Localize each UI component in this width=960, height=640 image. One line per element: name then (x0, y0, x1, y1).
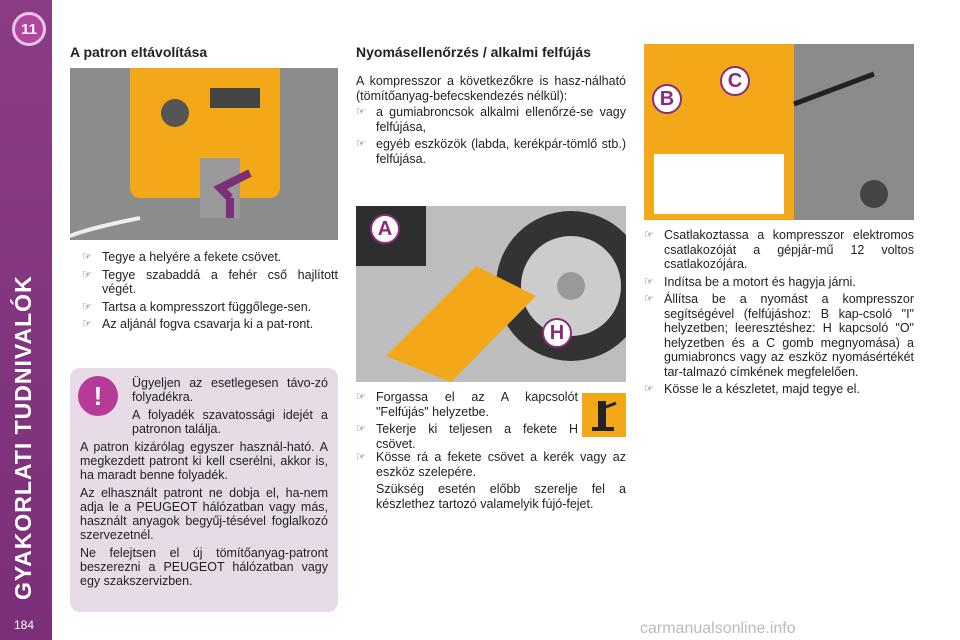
step-item: Tekerje ki teljesen a fekete H csövet. (356, 422, 578, 451)
label-h: H (542, 318, 572, 348)
step-item: Állítsa be a nyomást a kompresszor segít… (644, 292, 914, 379)
step-item: Tegye a helyére a fekete csövet. (82, 250, 338, 265)
step-item: Tartsa a kompresszort függőlege-sen. (82, 300, 338, 315)
step-item: Az aljánál fogva csavarja ki a pat-ront. (82, 317, 338, 332)
step-item: Tegye szabaddá a fehér cső hajlított vég… (82, 268, 338, 297)
compressor-connection-illustration (644, 44, 914, 220)
section-heading: Nyomásellenőrzés / alkalmi felfújás (356, 44, 591, 60)
step-item: Indítsa be a motort és hagyja járni. (644, 275, 914, 290)
middle-steps: Forgassa el az A kapcsolót "Felfújás" he… (356, 390, 578, 454)
step-item: Kösse rá a fekete csövet a kerék vagy az… (356, 450, 626, 479)
left-steps: Tegye a helyére a fekete csövet. Tegye s… (82, 250, 338, 335)
warning-text: A patron kizárólag egyszer használ-ható.… (80, 440, 328, 482)
step-item: Kösse le a készletet, majd tegye el. (644, 382, 914, 397)
compressor-wheel-illustration (356, 206, 626, 382)
inflation-pump-icon (582, 393, 626, 437)
middle-column: Nyomásellenőrzés / alkalmi felfújás A ko… (356, 44, 626, 169)
source-watermark: carmanualsonline.info (640, 620, 796, 637)
chapter-title: GYAKORLATI TUDNIVALÓK (10, 275, 36, 600)
warning-text: Ügyeljen az esetlegesen távo-zó folyadék… (132, 376, 328, 404)
compressor-illustration (70, 68, 338, 240)
middle-steps-continued: Kösse rá a fekete csövet a kerék vagy az… (356, 450, 626, 511)
warning-box: ! Ügyeljen az esetlegesen távo-zó folyad… (70, 368, 338, 612)
label-a: A (370, 214, 400, 244)
label-c: C (720, 66, 750, 96)
warning-exclamation-icon: ! (78, 376, 118, 416)
use-item: a gumiabroncsok alkalmi ellenőrzé-se vag… (356, 105, 626, 134)
label-b: B (652, 84, 682, 114)
step-item: Csatlakoztassa a kompresszor elektromos … (644, 228, 914, 272)
chapter-badge: 11 (12, 12, 46, 46)
note-text: Szükség esetén előbb szerelje fel a kész… (376, 482, 626, 511)
page-number: 184 (14, 618, 35, 632)
inflation-photo: A H (356, 206, 626, 382)
use-item: egyéb eszközök (labda, kerékpár-tömlő st… (356, 137, 626, 166)
warning-text: Ne felejtsen el új tömítőanyag-patront b… (80, 546, 328, 588)
right-steps: Csatlakoztassa a kompresszor elektromos … (644, 228, 914, 400)
cartridge-removal-photo (70, 68, 338, 240)
connection-photo: B C (644, 44, 914, 220)
left-column: A patron eltávolítása (70, 44, 338, 60)
step-item: Forgassa el az A kapcsolót "Felfújás" he… (356, 390, 578, 419)
warning-text: Az elhasznált patront ne dobja el, ha-ne… (80, 486, 328, 542)
warning-text: A folyadék szavatossági idejét a patrono… (132, 408, 328, 436)
section-heading: A patron eltávolítása (70, 44, 208, 60)
intro-text: A kompresszor a következőkre is hasz-nál… (356, 74, 626, 103)
sidebar: 11 GYAKORLATI TUDNIVALÓK 184 (0, 0, 52, 640)
